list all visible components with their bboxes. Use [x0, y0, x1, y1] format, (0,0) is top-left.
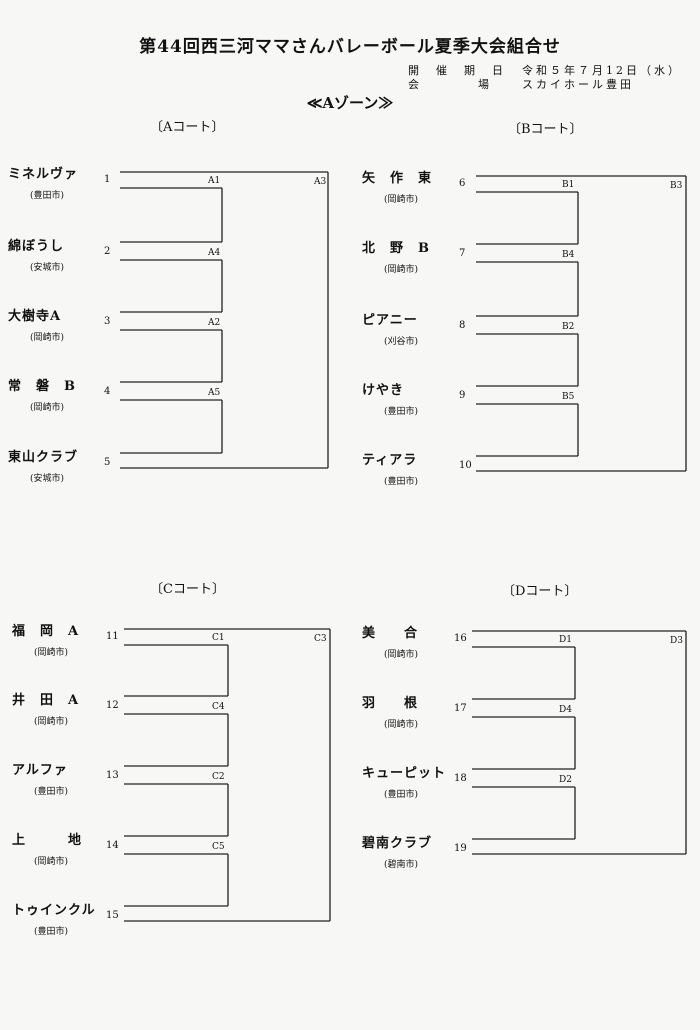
page-title: 第44回西三河ママさんバレーボール夏季大会組合せ	[139, 37, 561, 57]
match-label: B4	[562, 250, 575, 260]
team-name: 上 地	[12, 833, 83, 848]
team-city: (岡崎市)	[34, 648, 69, 658]
court-label: 〔Dコート〕	[502, 584, 578, 599]
team-city: (豊田市)	[34, 787, 69, 797]
team-city: (岡崎市)	[30, 333, 65, 343]
team-name: 矢 作 東	[362, 171, 433, 186]
team-name: 北 野 B	[362, 241, 430, 256]
date-label: 開 催 期 日	[408, 64, 506, 77]
match-label: A5	[208, 388, 221, 398]
zone-title: ≪Aゾーン≫	[306, 94, 394, 112]
team-seed: 16	[454, 633, 467, 644]
match-label: A1	[208, 176, 221, 186]
team-name: キューピット	[362, 766, 447, 781]
match-label: C5	[212, 842, 225, 852]
match-label: C4	[212, 702, 225, 712]
match-label: D3	[670, 636, 683, 646]
team-seed: 1	[104, 174, 111, 185]
team-name: ミネルヴァ	[8, 167, 79, 182]
match-label: C2	[212, 772, 225, 782]
team-name: ティアラ	[362, 453, 418, 468]
team-seed: 14	[106, 840, 119, 851]
team-seed: 8	[459, 320, 466, 331]
match-label: B5	[562, 392, 575, 402]
team-seed: 12	[106, 700, 119, 711]
team-city: (豊田市)	[34, 927, 69, 937]
match-label: B2	[562, 322, 575, 332]
match-label: B3	[670, 181, 683, 191]
team-name: 羽 根	[362, 696, 419, 711]
match-label: C3	[314, 634, 327, 644]
team-name: ピアニー	[362, 313, 418, 328]
team-name: 碧南クラブ	[362, 836, 433, 851]
date-value: 令和５年７月12日（水）	[522, 64, 682, 77]
team-city: (岡崎市)	[384, 720, 419, 730]
team-city: (豊田市)	[384, 407, 419, 417]
team-city: (豊田市)	[384, 790, 419, 800]
team-city: (岡崎市)	[30, 403, 65, 413]
team-seed: 9	[459, 390, 466, 401]
team-seed: 18	[454, 773, 467, 784]
team-city: (碧南市)	[384, 860, 419, 870]
venue-value: スカイホール豊田	[522, 78, 634, 91]
team-seed: 4	[104, 386, 111, 397]
team-name: 美 合	[362, 626, 419, 641]
team-city: (安城市)	[30, 474, 65, 484]
match-label: D1	[559, 635, 572, 645]
match-label: C1	[212, 633, 225, 643]
team-seed: 19	[454, 843, 467, 854]
team-seed: 5	[104, 457, 111, 468]
team-name: 常 磐 B	[8, 379, 76, 394]
team-seed: 3	[104, 316, 111, 327]
team-name: 井 田 A	[12, 693, 80, 708]
match-label: D2	[559, 775, 572, 785]
team-city: (豊田市)	[30, 191, 65, 201]
court-label: 〔Cコート〕	[150, 582, 225, 597]
team-city: (岡崎市)	[384, 195, 419, 205]
team-city: (刈谷市)	[384, 337, 419, 347]
venue-label: 会 場	[408, 78, 492, 91]
team-seed: 6	[459, 178, 466, 189]
team-seed: 2	[104, 246, 111, 257]
court-label: 〔Aコート〕	[150, 120, 225, 135]
team-name: アルファ	[12, 763, 68, 778]
match-label: A4	[208, 248, 221, 258]
team-city: (安城市)	[30, 263, 65, 273]
team-seed: 15	[106, 910, 119, 921]
team-name: 東山クラブ	[8, 450, 79, 465]
court-label: 〔Bコート〕	[508, 122, 583, 137]
match-label: A3	[314, 177, 327, 187]
team-seed: 13	[106, 770, 119, 781]
match-label: D4	[559, 705, 572, 715]
team-city: (岡崎市)	[384, 650, 419, 660]
match-label: B1	[562, 180, 575, 190]
team-name: けやき	[362, 383, 405, 398]
team-name: トゥインクル	[12, 903, 96, 918]
team-name: 綿ぼうし	[8, 239, 65, 254]
team-city: (岡崎市)	[384, 265, 419, 275]
team-name: 大樹寺A	[8, 309, 62, 324]
team-city: (岡崎市)	[34, 857, 69, 867]
team-seed: 11	[106, 631, 119, 642]
team-city: (岡崎市)	[34, 717, 69, 727]
team-seed: 17	[454, 703, 467, 714]
match-label: A2	[208, 318, 221, 328]
team-seed: 7	[459, 248, 466, 259]
team-name: 福 岡 A	[12, 624, 80, 639]
team-seed: 10	[459, 460, 472, 471]
team-city: (豊田市)	[384, 477, 419, 487]
